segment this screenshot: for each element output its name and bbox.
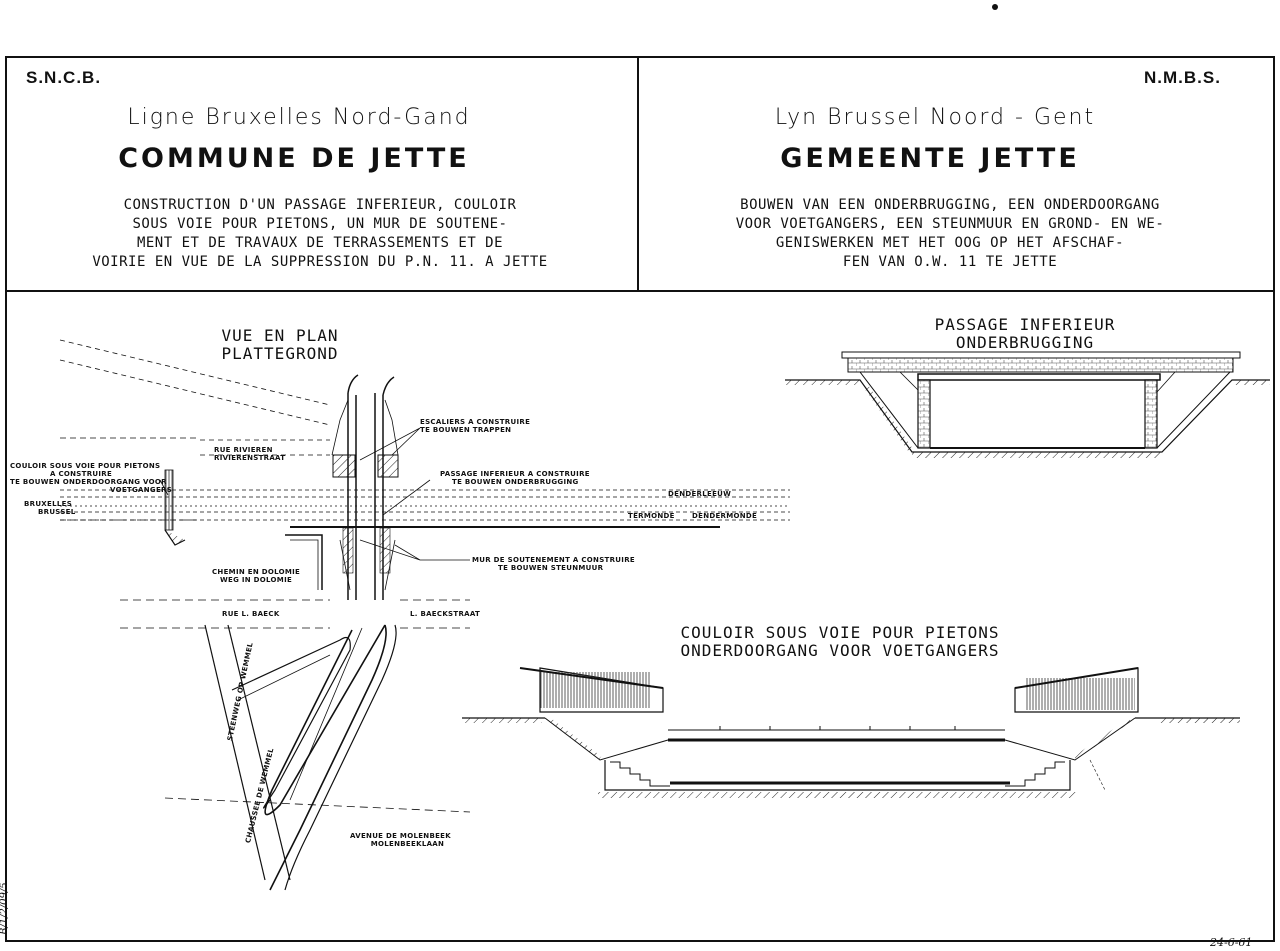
label-line: ESCALIERS A CONSTRUIRE (420, 418, 531, 426)
label-passage: PASSAGE INFERIEUR A CONSTRUIRE TE BOUWEN… (440, 470, 590, 486)
plan-title-fr: VUE EN PLAN (221, 326, 339, 345)
line-title-fr: Ligne Bruxelles Nord-Gand (127, 105, 471, 130)
description-nl-line: FEN VAN O.W. 11 TE JETTE (842, 254, 1058, 270)
label-rue-baeck: RUE L. BAECK (222, 610, 280, 618)
section-passage-inferieur (785, 351, 1270, 458)
plan-title: VUE EN PLAN PLATTEGROND (190, 327, 370, 363)
label-escaliers: ESCALIERS A CONSTRUIRE TE BOUWEN TRAPPEN (420, 418, 530, 434)
label-line: PASSAGE INFERIEUR A CONSTRUIRE (440, 470, 590, 478)
description-nl-line: BOUWEN VAN EEN ONDERBRUGGING, EEN ONDERD… (740, 197, 1160, 213)
label-denderleeuw: DENDERLEEUW (668, 490, 732, 498)
label-avenue: AVENUE DE MOLENBEEK MOLENBEEKLAAN (350, 832, 451, 848)
label-line: BRUSSEL (38, 508, 76, 516)
side-reference: B/1/2/09/5 (0, 882, 10, 935)
drawing-date: 24-6-61 (1210, 936, 1253, 949)
org-sncb: S.N.C.B. (26, 68, 102, 87)
section2-title-fr: COULOIR SOUS VOIE POUR PIETONS (680, 623, 1000, 642)
label-line: RIVIERENSTRAAT (214, 454, 286, 462)
description-nl: BOUWEN VAN EEN ONDERBRUGGING, EEN ONDERD… (660, 196, 1240, 272)
label-mur: MUR DE SOUTENEMENT A CONSTRUIRE TE BOUWE… (472, 556, 635, 572)
sheet-border (5, 56, 1275, 942)
label-termonde: TERMONDE (628, 512, 675, 520)
description-nl-line: GENISWERKEN MET HET OOG OP HET AFSCHAF- (775, 235, 1125, 251)
label-bruxelles: BRUXELLES BRUSSEL (24, 500, 76, 516)
description-fr-line: CONSTRUCTION D'UN PASSAGE INFERIEUR, COU… (123, 197, 517, 213)
description-fr-line: VOIRIE EN VUE DE LA SUPPRESSION DU P.N. … (92, 254, 548, 270)
org-nmbs: N.M.B.S. (1144, 68, 1221, 87)
label-line: COULOIR SOUS VOIE POUR PIETONS (10, 462, 161, 470)
section1-title: PASSAGE INFERIEUR ONDERBRUGGING (905, 316, 1145, 352)
line-title-nl: Lyn Brussel Noord - Gent (774, 105, 1096, 130)
section2-title: COULOIR SOUS VOIE POUR PIETONS ONDERDOOR… (640, 624, 1040, 660)
label-line: TE BOUWEN STEUNMUUR (498, 564, 604, 572)
label-line: BRUXELLES (24, 500, 73, 508)
commune-title-nl: GEMEENTE JETTE (780, 143, 1080, 174)
label-dendermonde: DENDERMONDE (692, 512, 758, 520)
description-fr-line: MENT ET DE TRAVAUX DE TERRASSEMENTS ET D… (136, 235, 504, 251)
label-baeckstraat: L. BAECKSTRAAT (410, 610, 481, 618)
label-line: MUR DE SOUTENEMENT A CONSTRUIRE (472, 556, 635, 564)
label-line: MOLENBEEKLAAN (370, 840, 445, 848)
description-nl-line: VOOR VOETGANGERS, EEN STEUNMUUR EN GROND… (735, 216, 1165, 232)
commune-title-fr: COMMUNE DE JETTE (118, 143, 470, 174)
label-line: WEG IN DOLOMIE (220, 576, 293, 584)
label-line: A CONSTRUIRE (50, 470, 113, 478)
label-line: VOETGANGERS (110, 486, 173, 494)
description-fr: CONSTRUCTION D'UN PASSAGE INFERIEUR, COU… (40, 196, 600, 272)
label-line: TE BOUWEN TRAPPEN (420, 426, 512, 434)
label-couloir: COULOIR SOUS VOIE POUR PIETONS A CONSTRU… (10, 462, 172, 494)
section-couloir (462, 667, 1240, 798)
label-rue-riviere: RUE RIVIEREN RIVIERENSTRAAT (214, 446, 285, 462)
section2-title-nl: ONDERDOORGANG VOOR VOETGANGERS (680, 641, 1000, 660)
label-line: TE BOUWEN ONDERDOORGANG VOOR (10, 478, 167, 486)
description-fr-line: SOUS VOIE POUR PIETONS, UN MUR DE SOUTEN… (132, 216, 508, 232)
section1-title-fr: PASSAGE INFERIEUR (934, 315, 1116, 334)
label-line: CHEMIN EN DOLOMIE (212, 568, 301, 576)
plan-view (59, 339, 790, 891)
label-line: TE BOUWEN ONDERBRUGGING (452, 478, 579, 486)
plan-title-nl: PLATTEGROND (221, 344, 339, 363)
section1-title-nl: ONDERBRUGGING (955, 333, 1095, 352)
label-line: AVENUE DE MOLENBEEK (350, 832, 451, 840)
label-chemin: CHEMIN EN DOLOMIE WEG IN DOLOMIE (212, 568, 300, 584)
label-line: RUE RIVIEREN (214, 446, 273, 454)
